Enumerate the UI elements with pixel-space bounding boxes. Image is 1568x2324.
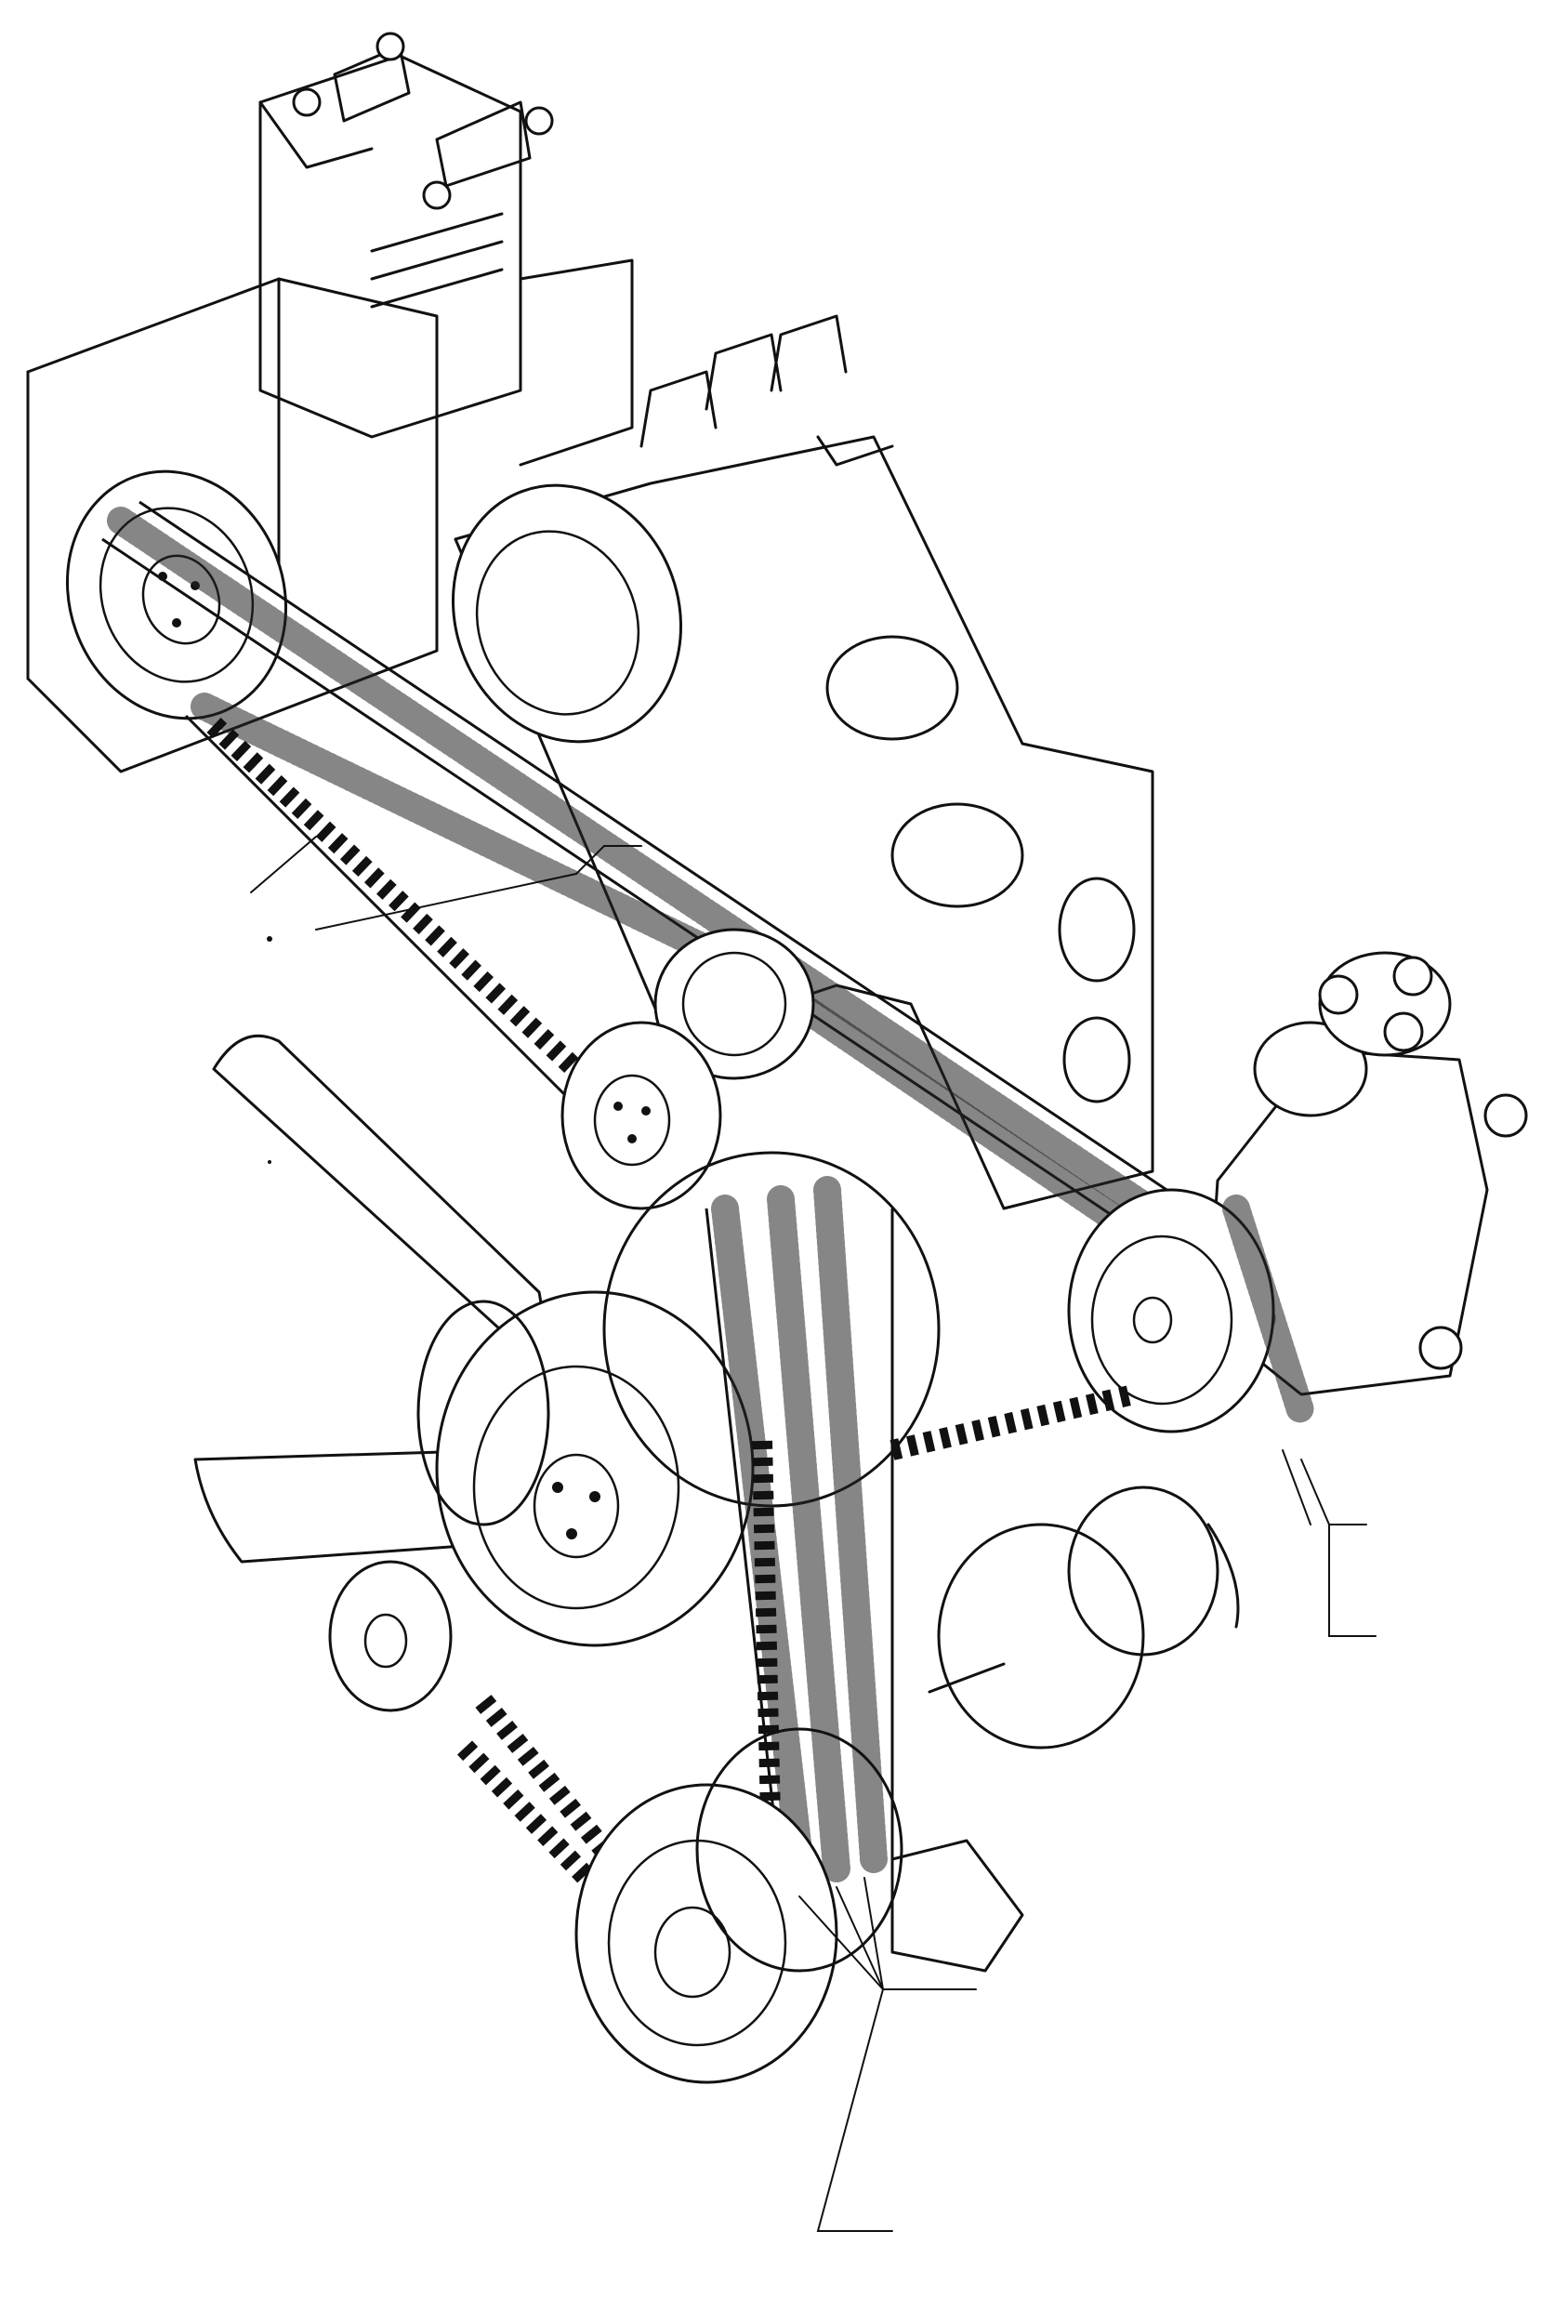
- upper-compressor-housing: [26, 32, 634, 773]
- leader-lines: [250, 836, 1377, 2232]
- vertical-belts: [456, 1176, 894, 1904]
- central-pulley: [328, 1151, 1137, 1712]
- idler-pulley: [560, 928, 815, 1210]
- crankshaft: [890, 1486, 1240, 1973]
- air-compressor: [1067, 951, 1528, 1433]
- crankshaft-pulley: [574, 1727, 903, 2084]
